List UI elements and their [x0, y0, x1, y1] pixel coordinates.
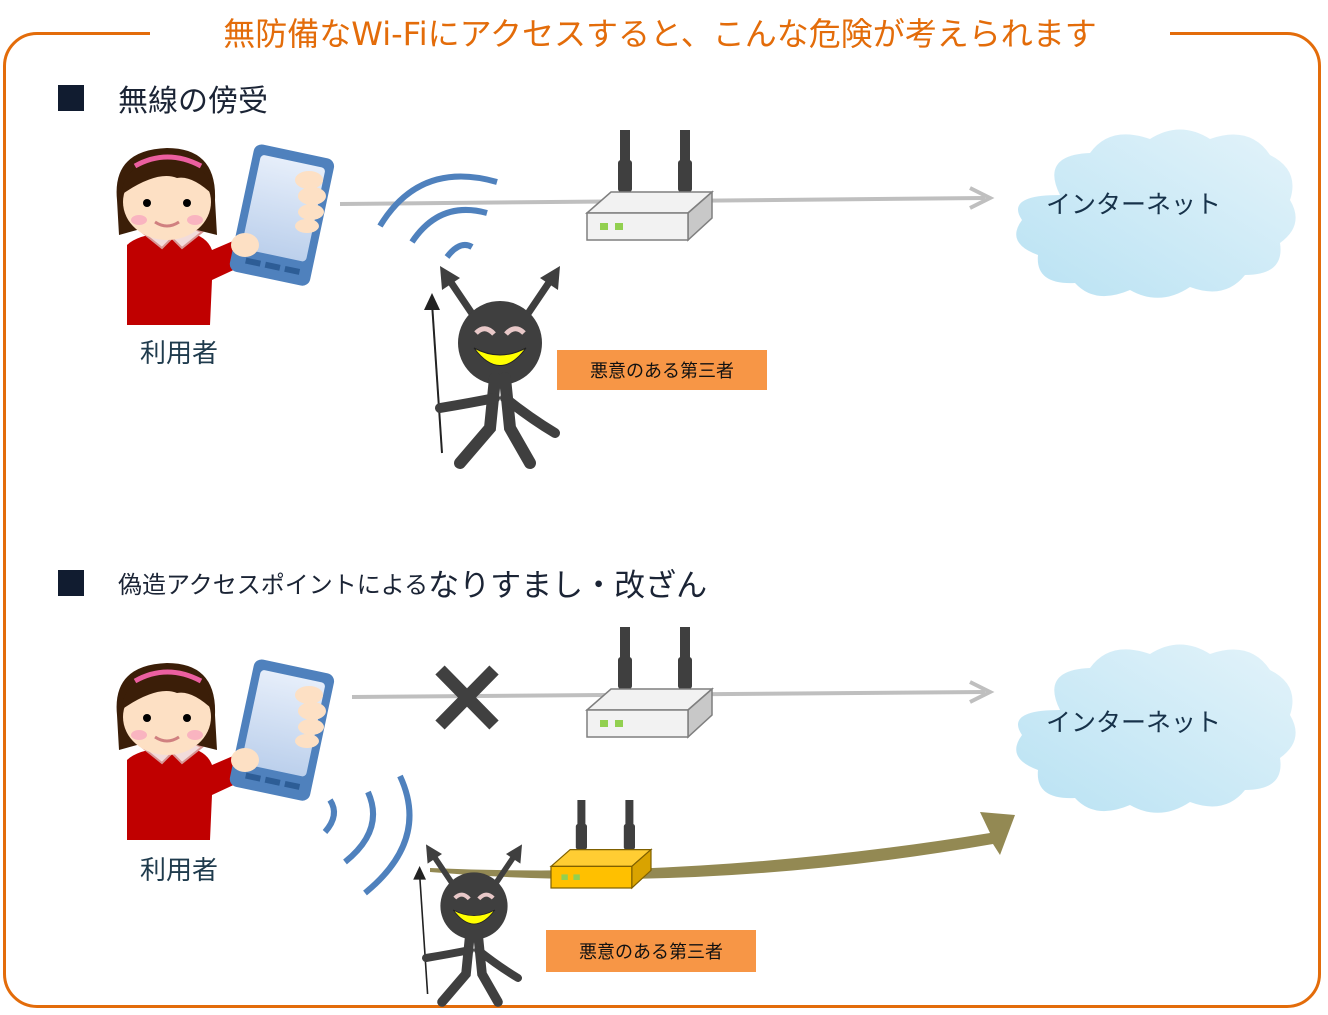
- section-2-heading: 偽造アクセスポイントによる なりすまし・改ざん: [58, 560, 707, 605]
- spoofed-route-arrow: [430, 812, 1015, 880]
- title-banner: 無防備なWi-Fiにアクセスすると、こんな危険が考えられます: [150, 6, 1170, 58]
- wifi-waves-icon: [377, 173, 498, 259]
- section-1-title: 無線の傍受: [118, 84, 268, 119]
- connection-arrow-head: [969, 186, 995, 210]
- internet-label: インターネット: [1046, 708, 1222, 737]
- fake-router-icon: [549, 800, 653, 890]
- wifi-waves-icon: [322, 774, 413, 896]
- bullet-square-icon: [58, 85, 84, 111]
- router-icon: [586, 626, 713, 738]
- blocked-connection-arrow-head: [969, 680, 995, 704]
- user-label: 利用者: [140, 339, 219, 369]
- blocked-x-icon: [435, 665, 499, 730]
- attacker-devil-icon: [413, 844, 522, 1002]
- section-2-title-prefix: 偽造アクセスポイントによる: [118, 571, 429, 599]
- user-icon: [117, 143, 336, 325]
- internet-label: インターネット: [1046, 190, 1222, 219]
- user-label: 利用者: [140, 856, 219, 886]
- attacker-badge: 悪意のある第三者: [546, 930, 756, 972]
- router-icon: [586, 129, 713, 241]
- bullet-square-icon: [58, 569, 84, 596]
- section-2-title-main: なりすまし・改ざん: [428, 568, 708, 604]
- attacker-devil-icon: [424, 266, 560, 463]
- attacker-badge: 悪意のある第三者: [557, 350, 767, 390]
- user-icon: [117, 658, 336, 840]
- page-title: 無防備なWi-Fiにアクセスすると、こんな危険が考えられます: [223, 15, 1097, 53]
- section-1-heading: 無線の傍受: [58, 76, 268, 120]
